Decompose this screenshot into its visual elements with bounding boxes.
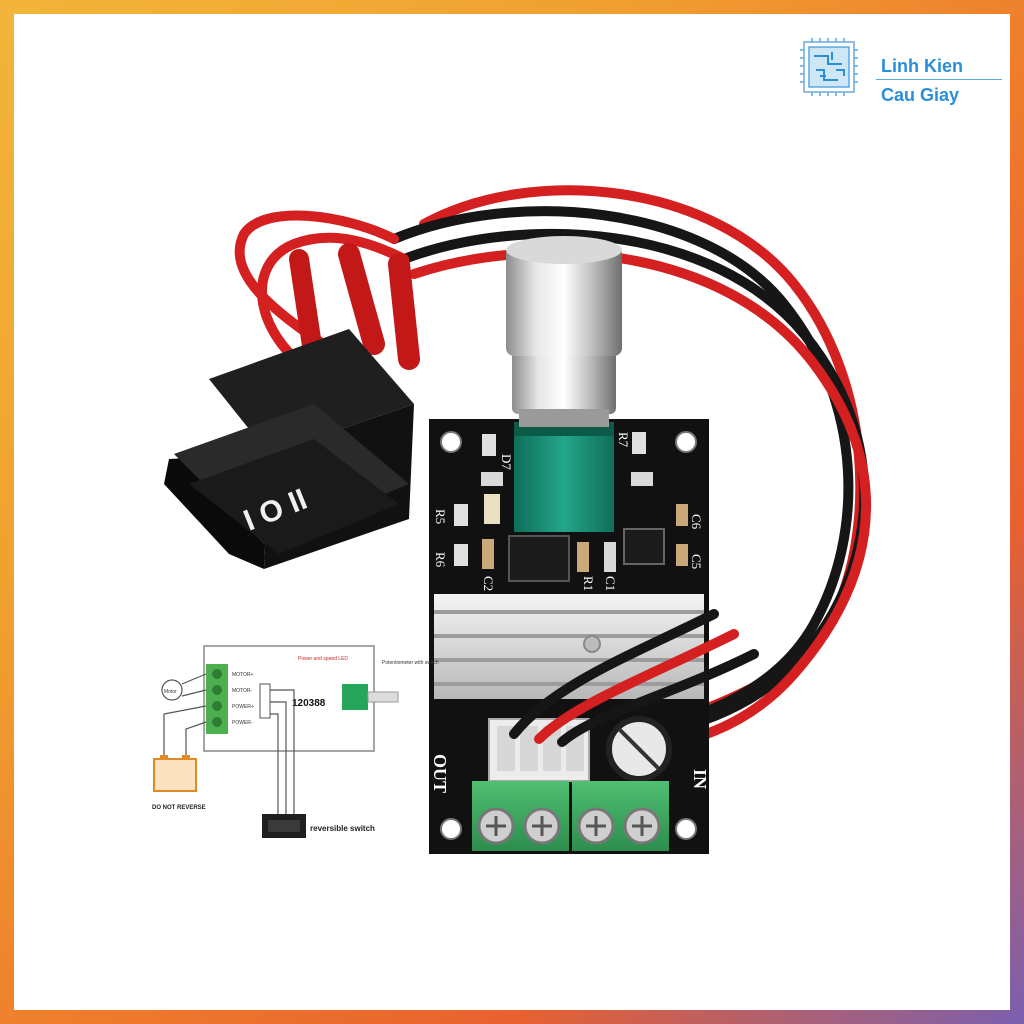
brand-divider <box>876 79 1002 80</box>
pin-label: POWER+ <box>232 704 254 710</box>
label-r7: R7 <box>616 432 631 448</box>
battery <box>153 758 197 792</box>
schematic-pot <box>342 684 368 710</box>
red-sleeve-c <box>289 249 324 369</box>
red-wire-switch-b <box>257 232 409 379</box>
product-image-canvas: I O II <box>14 14 1010 1010</box>
label-c6: C6 <box>689 514 704 530</box>
label-r6: R6 <box>433 552 448 568</box>
label-c2: C2 <box>481 576 496 591</box>
schematic-note-led: Power and speed LED <box>298 656 348 662</box>
silkscreen-labels: D7 R7 C6 C5 R5 R6 C2 R1 C1 <box>433 432 704 591</box>
black-wire-long <box>389 206 854 764</box>
label-r5: R5 <box>433 509 448 524</box>
mount-hole <box>675 431 697 453</box>
knob <box>506 236 622 427</box>
pcb-board: D7 R7 C6 C5 R5 R6 C2 R1 C1 <box>429 236 710 854</box>
brand-name-line2: Cau Giay <box>881 85 960 105</box>
ic-chip <box>508 535 570 582</box>
wiring-schematic: MOTOR+ MOTOR- POWER+ POWER- Power and sp… <box>152 645 439 838</box>
red-sleeve-b <box>388 253 420 370</box>
chip-logo-icon <box>800 38 858 96</box>
brand-badge: Linh Kien Cau Giay <box>798 36 1008 106</box>
schematic-note-pot: Potentiometer with switch <box>382 660 439 666</box>
pin-block <box>206 664 228 734</box>
label-r1: R1 <box>581 576 596 591</box>
brand-name-line1: Linh Kien <box>881 56 963 76</box>
red-sleeve-a <box>338 243 385 355</box>
label-in: IN <box>690 769 710 789</box>
potentiometer <box>514 422 614 532</box>
motor-label: Motor <box>164 689 177 695</box>
label-out: OUT <box>430 754 450 793</box>
label-c1: C1 <box>603 576 618 591</box>
product-photo: I O II <box>152 185 871 854</box>
battery-note: DO NOT REVERSE <box>152 805 206 811</box>
mount-hole <box>440 431 462 453</box>
smd-components <box>454 432 688 582</box>
red-wire-switch-a <box>234 210 399 369</box>
capacitor <box>606 716 672 782</box>
terminal-block-out <box>472 781 569 851</box>
pin-label: MOTOR+ <box>232 672 254 678</box>
mount-hole <box>675 818 697 840</box>
pin-label: POWER- <box>232 720 253 726</box>
pin-label: MOTOR- <box>232 688 253 694</box>
wire-ends <box>509 609 759 747</box>
rocker-switch: I O II <box>164 329 414 569</box>
label-c5: C5 <box>689 554 704 569</box>
reversible-switch-label: reversible switch <box>310 824 375 833</box>
label-d7: D7 <box>499 454 514 470</box>
terminal-block-in <box>572 781 669 851</box>
schematic-chip-label: 120388 <box>292 698 326 709</box>
mount-hole <box>440 818 462 840</box>
